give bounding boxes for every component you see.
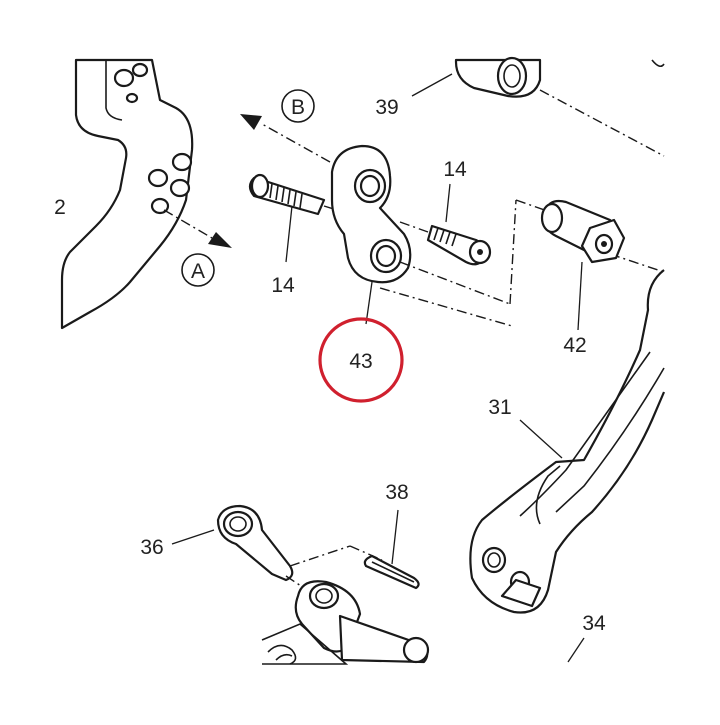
callout-2-edge: 2 (54, 196, 66, 219)
callout-36: 36 (140, 536, 163, 559)
callout-14-left: 14 (271, 274, 295, 297)
marker-b-label: B (291, 96, 305, 119)
bolt-14-right (399, 183, 492, 266)
clevis-assembly (261, 580, 430, 665)
leader-34 (567, 637, 585, 663)
collar-42 (540, 199, 626, 331)
callout-43: 43 (349, 350, 372, 373)
callout-34: 34 (582, 612, 606, 635)
callout-14-top: 14 (443, 158, 467, 181)
rod-end-36 (171, 504, 383, 597)
callout-38: 38 (385, 481, 408, 504)
marker-a-label: A (191, 260, 205, 283)
direction-arrow-a: A (163, 209, 232, 287)
callout-31: 31 (488, 396, 511, 419)
callout-42: 42 (563, 334, 586, 357)
assembly-lines (379, 199, 665, 327)
callout-39: 39 (375, 96, 398, 119)
highlight-circle (318, 317, 404, 403)
direction-arrow-b: B (240, 89, 331, 163)
bushing-39 (411, 56, 665, 157)
lever-31 (469, 269, 666, 614)
frame-bracket (60, 58, 194, 330)
split-pin-38 (363, 509, 420, 590)
link-43 (330, 144, 412, 325)
